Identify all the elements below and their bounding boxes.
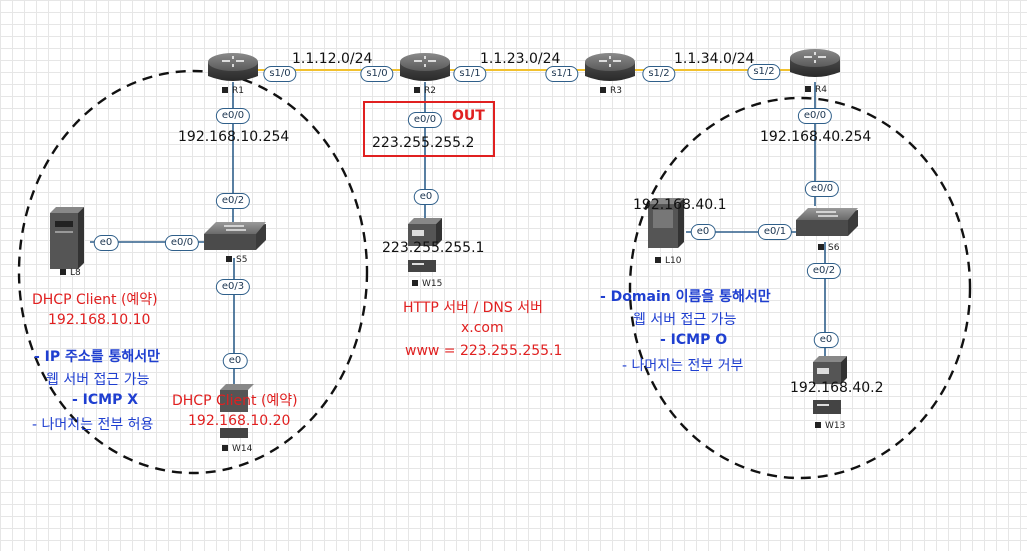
device-label-r3: R3 — [600, 86, 622, 96]
out-interface-highlight — [363, 101, 495, 157]
right-policy-line-4: - 나머지는 전부 거부 — [622, 358, 744, 374]
device-label-s5: S5 — [226, 255, 247, 265]
device-label-r4: R4 — [805, 85, 827, 95]
server-w13-icon[interactable] — [813, 356, 847, 414]
device-label-w13: W13 — [815, 421, 845, 431]
ip-label-r2-out: 223.255.255.2 — [372, 135, 475, 151]
switch-s5-icon[interactable] — [204, 222, 266, 250]
device-label-l10: L10 — [655, 256, 681, 266]
device-label-w14: W14 — [222, 444, 252, 454]
ip-label-w13: 192.168.40.2 — [790, 380, 884, 396]
port-s5-e0-0[interactable]: e0/0 — [164, 235, 200, 251]
ip-label-r4-lan: 192.168.40.254 — [760, 129, 872, 145]
port-s6-e0-1[interactable]: e0/1 — [757, 224, 793, 240]
server-dns-record-note: www = 223.255.255.1 — [405, 343, 563, 359]
left-policy-note: - IP 주소를 통해서만 웹 서버 접근 가능 - ICMP X - 나머지는… — [32, 349, 161, 433]
port-s6-e0-0[interactable]: e0/0 — [804, 181, 840, 197]
device-label-r1: R1 — [222, 86, 244, 96]
server-domain-note: x.com — [461, 320, 504, 336]
router-r1-icon[interactable] — [208, 53, 258, 81]
device-label-w15: W15 — [412, 279, 442, 289]
right-zone-ellipse — [628, 96, 972, 480]
network-label-r1-r2: 1.1.12.0/24 — [292, 51, 373, 67]
right-policy-line-3: - ICMP O — [660, 332, 728, 348]
right-policy-line-1: - Domain 이름을 통해서만 — [600, 289, 771, 305]
port-r2-e0-0[interactable]: e0/0 — [407, 112, 443, 128]
host-l8-icon[interactable] — [50, 207, 84, 269]
router-r3-icon[interactable] — [585, 53, 635, 81]
network-label-r2-r3: 1.1.23.0/24 — [480, 51, 561, 67]
port-l10-e0[interactable]: e0 — [690, 224, 716, 240]
port-r1-e0-0[interactable]: e0/0 — [215, 108, 251, 124]
l8-dhcp-note: DHCP Client (예약) — [32, 292, 158, 308]
device-label-r2: R2 — [414, 86, 436, 96]
port-r4-e0-0[interactable]: e0/0 — [797, 108, 833, 124]
device-label-l8: L8 — [60, 268, 81, 278]
w14-ip-note: 192.168.10.20 — [188, 413, 291, 429]
device-label-s6: S6 — [818, 243, 839, 253]
port-w15-e0[interactable]: e0 — [413, 189, 439, 205]
switch-s6-icon[interactable] — [796, 208, 858, 236]
router-r4-icon[interactable] — [790, 49, 840, 77]
ip-label-r1-lan: 192.168.10.254 — [178, 129, 290, 145]
host-l10-icon[interactable] — [648, 198, 684, 248]
port-l8-e0[interactable]: e0 — [93, 235, 119, 251]
port-w14-e0[interactable]: e0 — [222, 353, 248, 369]
right-policy-line-2: 웹 서버 접근 가능 — [633, 312, 737, 328]
port-r3-s1-2[interactable]: s1/2 — [642, 66, 676, 82]
server-w14-icon[interactable] — [220, 384, 254, 438]
server-role-note: HTTP 서버 / DNS 서버 — [403, 300, 544, 316]
port-r3-s1-1[interactable]: s1/1 — [545, 66, 579, 82]
network-label-r3-r4: 1.1.34.0/24 — [674, 51, 755, 67]
w14-dhcp-note: DHCP Client (예약) — [172, 393, 298, 409]
port-s6-e0-2[interactable]: e0/2 — [806, 263, 842, 279]
out-label: OUT — [452, 108, 485, 124]
ip-label-l10: 192.168.40.1 — [633, 197, 727, 213]
port-r1-s1-0[interactable]: s1/0 — [263, 66, 297, 82]
l8-ip-note: 192.168.10.10 — [48, 312, 151, 328]
ip-label-w15: 223.255.255.1 — [382, 240, 485, 256]
port-w13-e0[interactable]: e0 — [813, 332, 839, 348]
port-r2-s1-0[interactable]: s1/0 — [360, 66, 394, 82]
port-r4-s1-2[interactable]: s1/2 — [747, 64, 781, 80]
port-s5-e0-3[interactable]: e0/3 — [215, 279, 251, 295]
server-w15-icon[interactable] — [408, 218, 442, 272]
port-s5-e0-2[interactable]: e0/2 — [215, 193, 251, 209]
port-r2-s1-1[interactable]: s1/1 — [453, 66, 487, 82]
router-r2-icon[interactable] — [400, 53, 450, 81]
left-zone-ellipse — [17, 69, 369, 475]
